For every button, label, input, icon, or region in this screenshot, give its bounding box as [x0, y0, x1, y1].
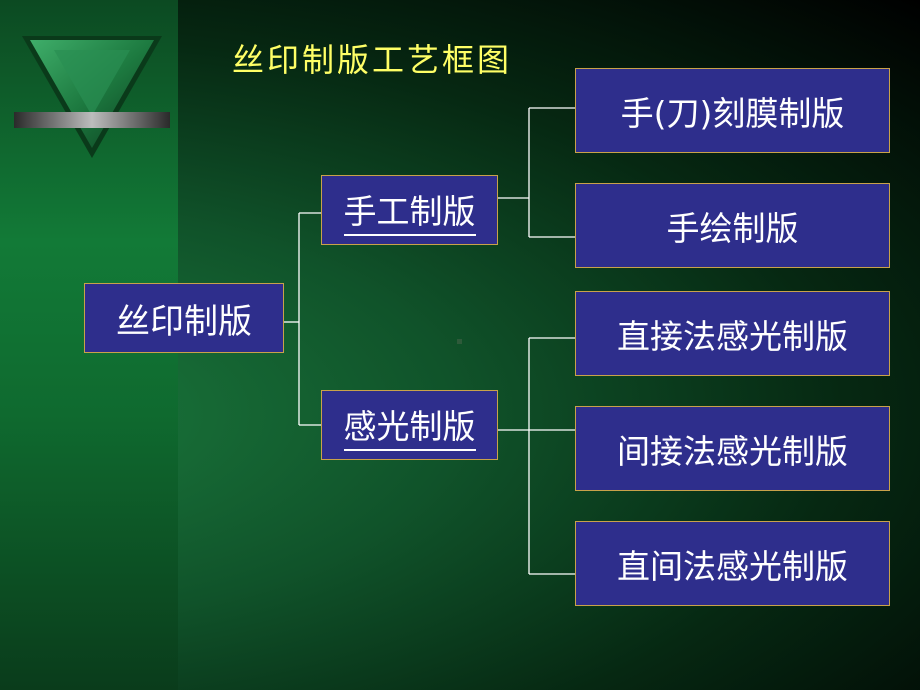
branch-node-manual: 手工制版 — [321, 175, 498, 245]
leaf-node: 手绘制版 — [575, 183, 890, 268]
center-dot — [457, 339, 462, 344]
leaf-node-label: 手绘制版 — [666, 208, 799, 248]
branch-node-label: 感光制版 — [343, 400, 476, 451]
root-node-label: 丝印制版 — [116, 301, 252, 342]
diagram-title: 丝印制版工艺框图 — [232, 41, 513, 79]
leaf-node: 直接法感光制版 — [575, 291, 890, 376]
leaf-node-label: 间接法感光制版 — [617, 431, 848, 471]
leaf-node: 直间法感光制版 — [575, 521, 890, 606]
leaf-node-label: 手(刀)刻膜制版 — [620, 93, 845, 133]
branch-node-photo: 感光制版 — [321, 390, 498, 460]
root-node: 丝印制版 — [84, 283, 284, 353]
leaf-node: 间接法感光制版 — [575, 406, 890, 491]
leaf-node-label: 直间法感光制版 — [617, 546, 848, 586]
branch-node-label: 手工制版 — [343, 185, 476, 236]
leaf-node: 手(刀)刻膜制版 — [575, 68, 890, 153]
leaf-node-label: 直接法感光制版 — [617, 316, 848, 356]
triangle-logo-icon — [14, 36, 170, 158]
